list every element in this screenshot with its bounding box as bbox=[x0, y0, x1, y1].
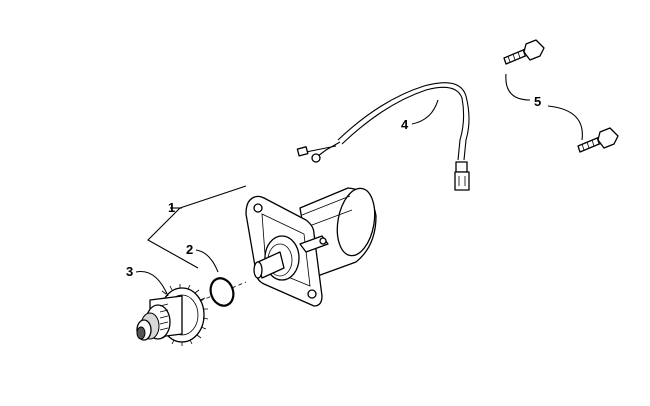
wiring-harness bbox=[296, 82, 470, 191]
o-ring bbox=[209, 277, 235, 307]
callout-3: 3 bbox=[126, 264, 133, 279]
starter-motor bbox=[245, 187, 377, 307]
callout-2: 2 bbox=[186, 242, 193, 257]
bolt-upper bbox=[503, 39, 545, 65]
callout-5: 5 bbox=[534, 94, 541, 109]
bolt-lower bbox=[577, 127, 619, 153]
callout-1: 1 bbox=[168, 200, 175, 215]
starter-drive-gear bbox=[136, 284, 209, 346]
leader-lines bbox=[135, 73, 583, 297]
callout-4: 4 bbox=[401, 117, 409, 132]
